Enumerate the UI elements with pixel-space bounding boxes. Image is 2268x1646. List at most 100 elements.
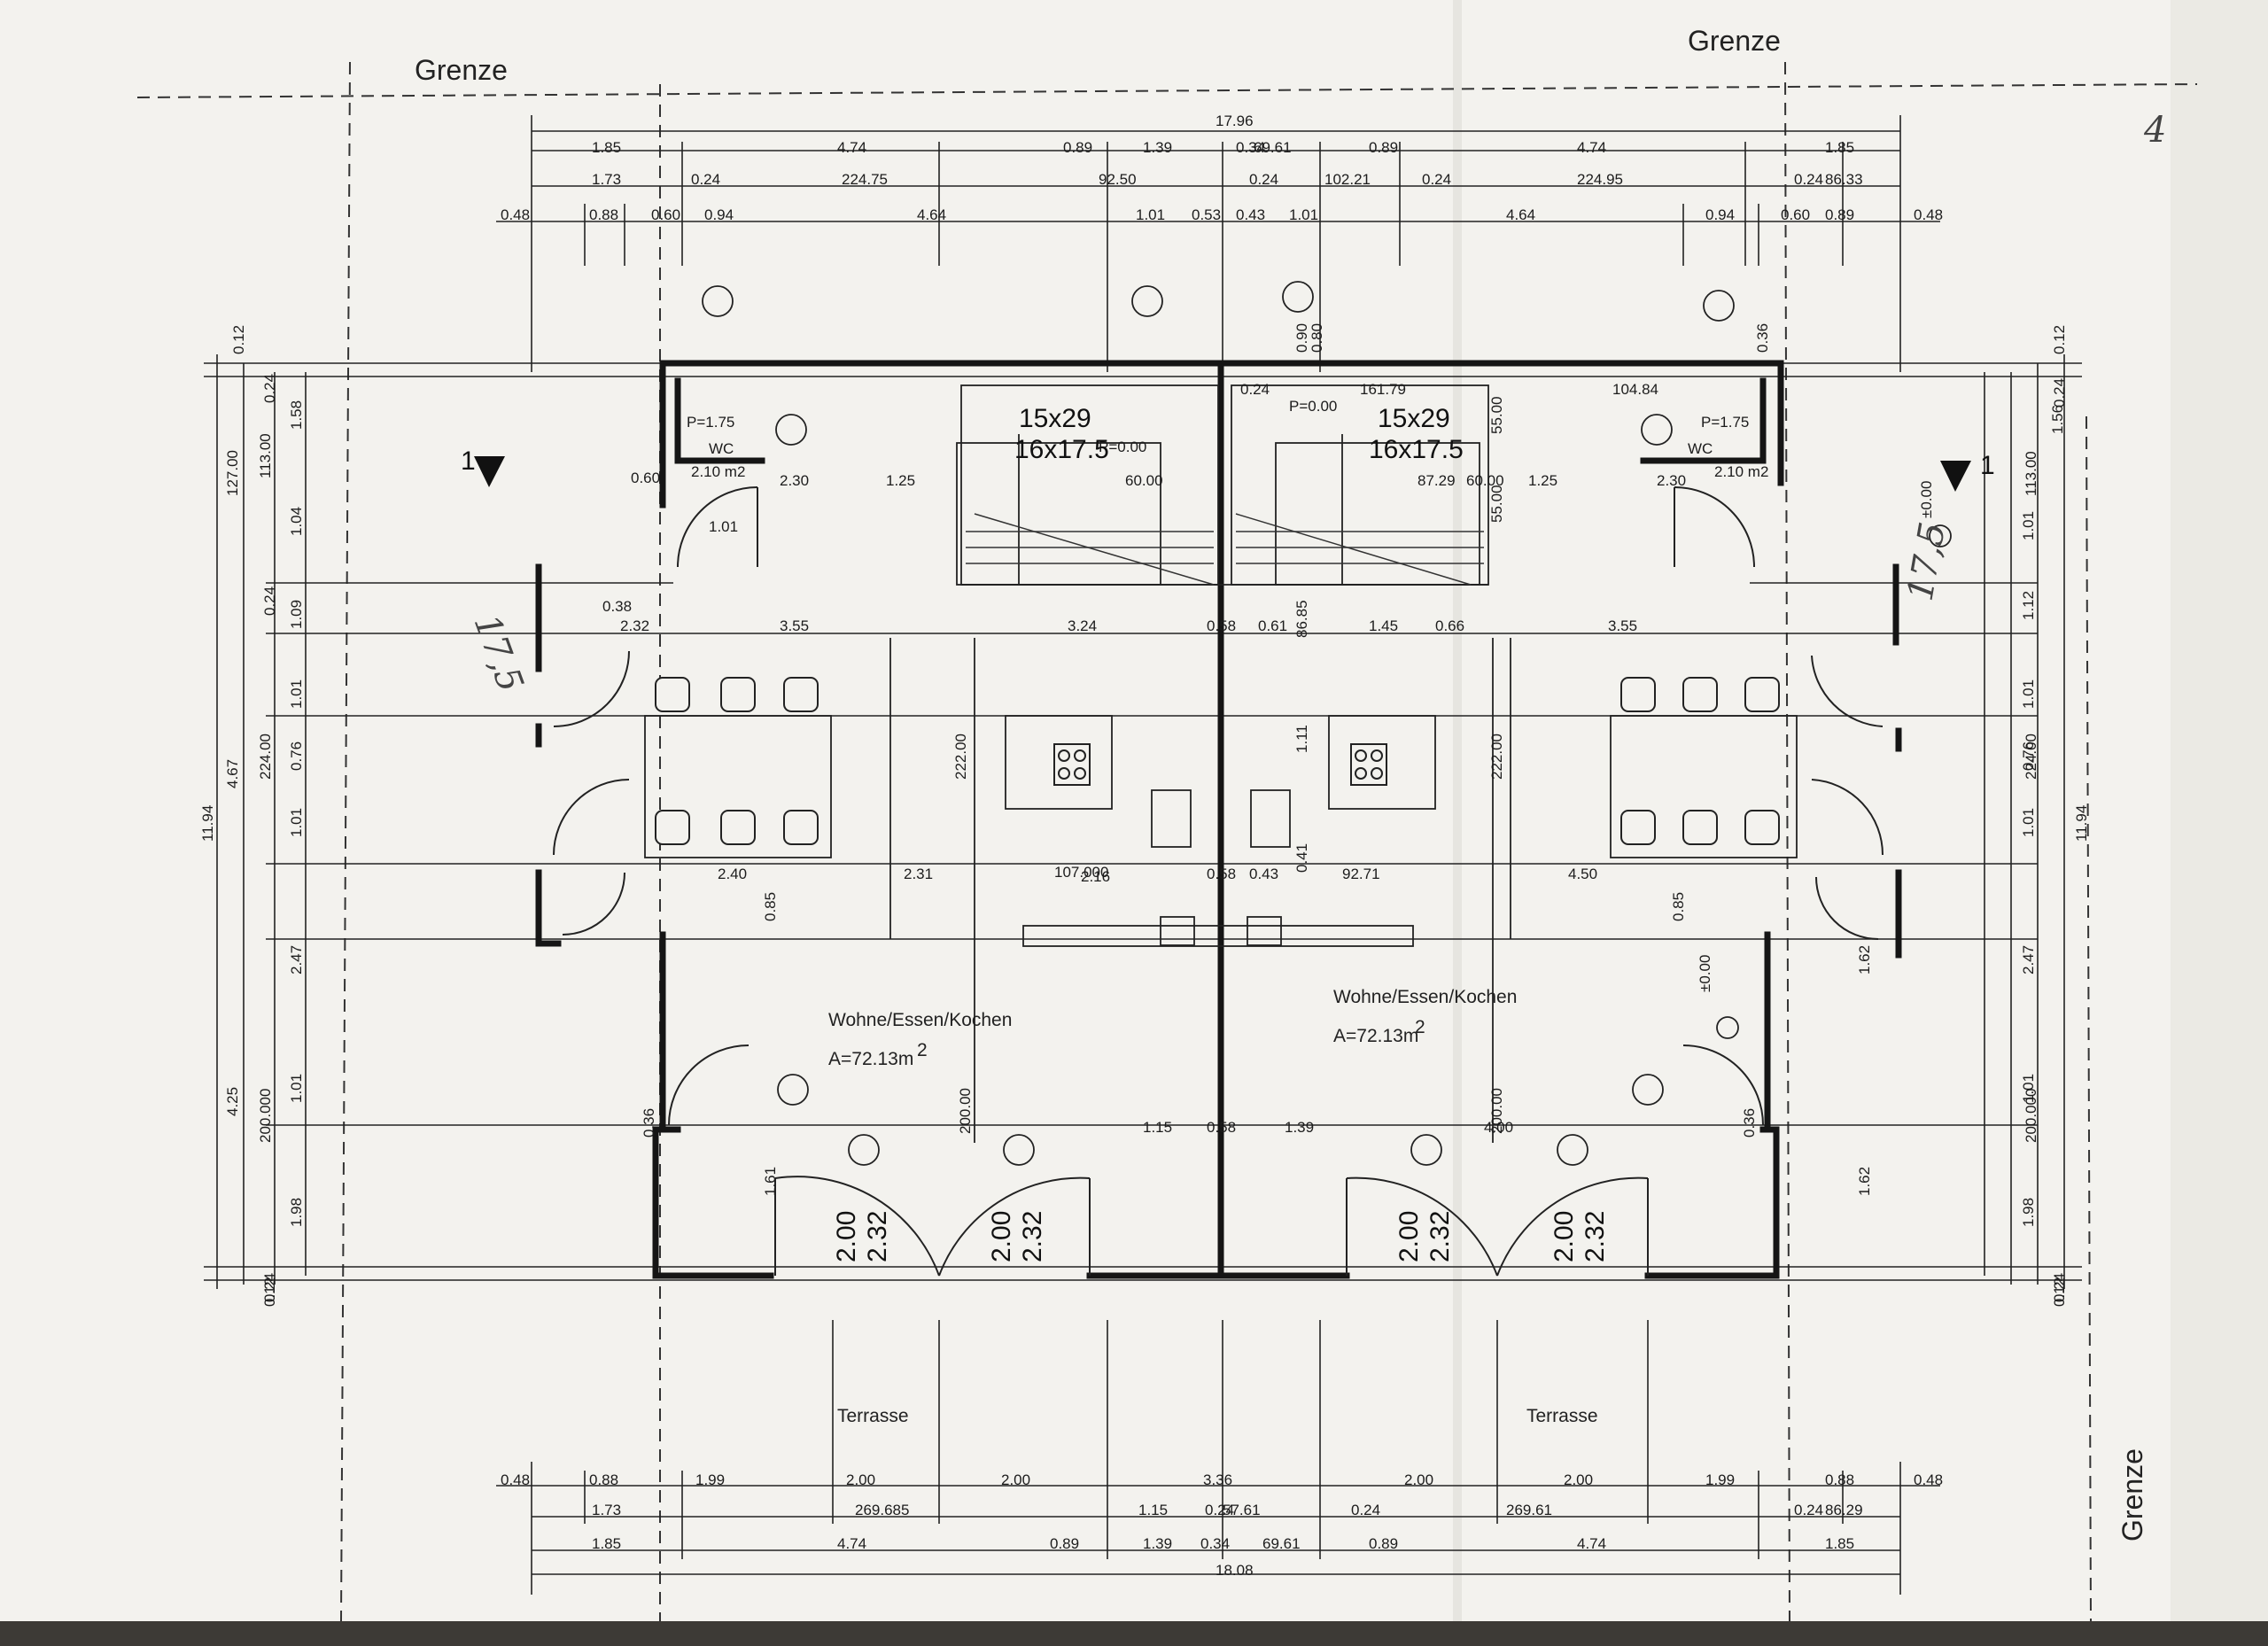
interior-dimension-label: 2.31 bbox=[904, 866, 933, 882]
interior-dimension-label: 4.00 bbox=[1484, 1119, 1513, 1136]
dim-right-1-label: 1.56 bbox=[2049, 405, 2066, 434]
dim-top-3-label: 4.64 bbox=[917, 206, 946, 223]
dim-bot-3-label: 2.00 bbox=[846, 1471, 875, 1488]
dim-left-1-label: 4.67 bbox=[224, 759, 241, 788]
room-labels: Wohne/Essen/Kochen A=72.13m 2 Wohne/Esse… bbox=[687, 398, 1935, 1426]
dim-bot-2-label: 269.685 bbox=[855, 1502, 909, 1518]
door-height-1a: 2.00 bbox=[832, 1211, 861, 1262]
dim-left-3-label: 1.58 bbox=[288, 400, 305, 430]
dim-right-3-label: 1.01 bbox=[2020, 679, 2037, 709]
interior-dimension-label: 0.58 bbox=[1207, 1119, 1236, 1136]
interior-dimension-label: 222.00 bbox=[1488, 734, 1505, 780]
dim-bot-3-label: 1.99 bbox=[1705, 1471, 1735, 1488]
room-name-left: Wohne/Essen/Kochen bbox=[828, 1010, 1012, 1030]
dim-top-2-label: 0.24 bbox=[691, 171, 720, 188]
dims-left-col1: 127.004.674.25 bbox=[224, 450, 241, 1116]
dim-bot-3-label: 0.88 bbox=[589, 1471, 618, 1488]
boundary-label-top-left: Grenze bbox=[415, 54, 508, 86]
room-area-left: A=72.13m bbox=[828, 1049, 913, 1069]
dim-top-1-label: 4.74 bbox=[837, 139, 866, 156]
dim-left-3-label: 1.01 bbox=[288, 1074, 305, 1103]
dim-top-1-label: 1.85 bbox=[1825, 139, 1854, 156]
dim-right-3-label: 2.47 bbox=[2020, 945, 2037, 974]
dim-top-3-label: 0.48 bbox=[501, 206, 530, 223]
dim-top-2-label: 86.33 bbox=[1825, 171, 1863, 188]
interior-dimension-label: 200.00 bbox=[1488, 1088, 1505, 1134]
boundary-label-top-right: Grenze bbox=[1688, 25, 1781, 57]
page-number: 4 bbox=[2143, 110, 2166, 151]
interior-dimension-label: 1.25 bbox=[1528, 472, 1557, 489]
dim-right-1-label: 113.00 bbox=[2023, 451, 2039, 496]
dim-left-2-label: 113.00 bbox=[257, 433, 274, 478]
dims-right-col1: 1.56 113.00 224.00 200.000 bbox=[2023, 405, 2066, 1143]
dim-bot-1-label: 1.85 bbox=[592, 1535, 621, 1552]
dim-top-3-label: 0.48 bbox=[1914, 206, 1943, 223]
interior-dimension-label: 3.24 bbox=[1068, 617, 1097, 634]
dim-top-3-label: 1.01 bbox=[1136, 206, 1165, 223]
dim-left-e-label: 0.12 bbox=[230, 325, 247, 354]
stair-spec-left-1: 15x29 bbox=[1019, 404, 1091, 433]
dim-top-2-label: 0.24 bbox=[1422, 171, 1451, 188]
dims-left-edge: 0.120.240.240.240.12 bbox=[230, 325, 278, 1307]
door-height-2b: 2.32 bbox=[1018, 1211, 1047, 1262]
interior-dimension-label: 1.01 bbox=[709, 518, 738, 535]
door-height-3b: 2.32 bbox=[1425, 1211, 1455, 1262]
section-marker-left: 1 bbox=[461, 446, 476, 476]
scan-bottom-edge bbox=[0, 1621, 2268, 1646]
dim-bot-3-label: 0.48 bbox=[1914, 1471, 1943, 1488]
interior-dimension-label: 222.00 bbox=[952, 734, 969, 780]
interior-dimension-label: 0.60 bbox=[631, 470, 660, 486]
interior-dimension-label: 0.24 bbox=[1240, 381, 1270, 398]
interior-dimension-label: 0.61 bbox=[1258, 617, 1287, 634]
dim-left-3-label: 1.04 bbox=[288, 507, 305, 536]
dim-top-2-label: 102.21 bbox=[1324, 171, 1371, 188]
dim-bot-1-label: 1.85 bbox=[1825, 1535, 1854, 1552]
boundary-lines bbox=[136, 61, 2198, 1622]
interior-dimension-label: 0.36 bbox=[1754, 323, 1771, 353]
interior-dimension-label: 60.00 bbox=[1125, 472, 1163, 489]
area-exponent-right: 2 bbox=[1415, 1017, 1425, 1037]
interior-dimension-label: 1.39 bbox=[1285, 1119, 1314, 1136]
dim-bot-3-label: 0.48 bbox=[501, 1471, 530, 1488]
floor-level-mark-right: ±0.00 bbox=[1918, 481, 1935, 518]
interior-dimension-label: 1.62 bbox=[1856, 945, 1873, 974]
dim-top-1-label: 69.61 bbox=[1254, 139, 1292, 156]
dim-left-3-label: 1.01 bbox=[288, 808, 305, 837]
interior-dimension-label: 2.30 bbox=[1657, 472, 1686, 489]
dim-top-3-label: 0.43 bbox=[1236, 206, 1265, 223]
dim-right-3-label: 1.01 bbox=[2020, 1074, 2037, 1103]
dim-top-1-label: 0.89 bbox=[1369, 139, 1398, 156]
interior-dimension-label: 0.66 bbox=[1435, 617, 1464, 634]
wc-level-left: P=1.75 bbox=[687, 414, 734, 431]
dim-bot-2-label: 269.61 bbox=[1506, 1502, 1552, 1518]
interior-dimension-label: 200.00 bbox=[957, 1088, 974, 1134]
dim-top-3-label: 0.89 bbox=[1825, 206, 1854, 223]
dim-right-3-label: 1.98 bbox=[2020, 1198, 2037, 1227]
dim-right-e-label: 0.24 bbox=[2051, 1273, 2068, 1302]
area-exponent-left: 2 bbox=[917, 1040, 928, 1060]
door-swings bbox=[553, 486, 1884, 1277]
dim-top-1-label: 1.39 bbox=[1143, 139, 1172, 156]
floor-level-mark: ±0.00 bbox=[1697, 955, 1713, 992]
walls bbox=[535, 360, 1902, 1279]
dim-bot-2-label: 0.24 bbox=[1794, 1502, 1823, 1518]
terrace-label-right: Terrasse bbox=[1526, 1406, 1598, 1426]
room-area-right: A=72.13m bbox=[1333, 1026, 1418, 1046]
dim-left-e-label: 0.24 bbox=[261, 1273, 278, 1302]
dining-chairs bbox=[655, 677, 1780, 845]
terrace-label-left: Terrasse bbox=[837, 1406, 909, 1426]
dim-bot-2-label: 1.73 bbox=[592, 1502, 621, 1518]
door-height-4b: 2.32 bbox=[1581, 1211, 1610, 1262]
interior-dimension-label: 0.41 bbox=[1293, 843, 1310, 873]
interior-dimension-label: 1.25 bbox=[886, 472, 915, 489]
door-height-labels: 2.00 2.32 2.00 2.32 2.00 2.32 2.00 2.32 bbox=[832, 1211, 1610, 1262]
interior-dimension-label: 0.85 bbox=[1670, 892, 1687, 921]
interior-dimension-label: 55.00 bbox=[1488, 485, 1505, 523]
interior-dimension-label: 161.79 bbox=[1360, 381, 1406, 398]
dim-right-1-label: 200.000 bbox=[2023, 1089, 2039, 1143]
dim-right-1-label: 224.00 bbox=[2023, 734, 2039, 780]
